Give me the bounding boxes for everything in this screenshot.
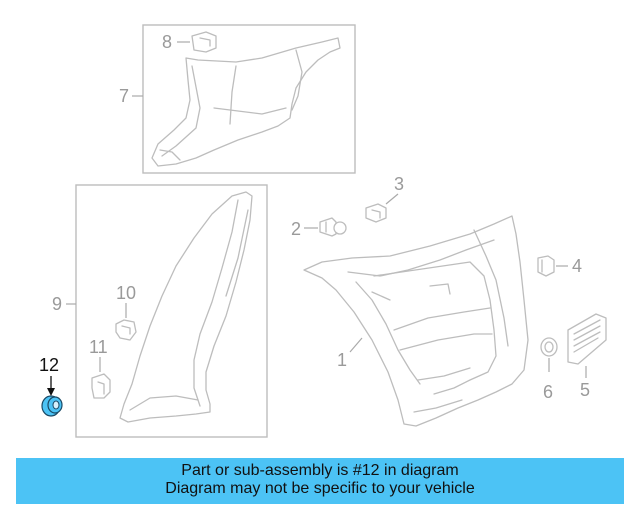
- callout-8: 8: [162, 32, 172, 52]
- part-4-clip[interactable]: [537, 255, 555, 277]
- part-12-fastener[interactable]: [41, 395, 63, 417]
- part-11-clip[interactable]: [91, 373, 111, 399]
- callout-10: 10: [116, 283, 136, 303]
- part-9-frame: [75, 184, 268, 438]
- part-3-bracket[interactable]: [365, 203, 387, 223]
- info-banner: Part or sub-assembly is #12 in diagram D…: [16, 458, 624, 504]
- callout-11: 11: [89, 337, 108, 357]
- part-9-pillar-trim[interactable]: [119, 191, 253, 423]
- callout-7: 7: [119, 86, 129, 106]
- banner-line-1: Part or sub-assembly is #12 in diagram: [181, 462, 459, 479]
- part-7-upper-quarter-trim[interactable]: [151, 37, 341, 167]
- callout-3: 3: [394, 174, 404, 194]
- part-6-grommet[interactable]: [540, 337, 558, 357]
- part-1-quarter-trim-panel[interactable]: [303, 215, 529, 427]
- callout-2: 2: [291, 219, 301, 239]
- callout-12: 12: [39, 355, 59, 375]
- callout-1: 1: [337, 350, 347, 370]
- callout-1-leader: [349, 337, 363, 353]
- callout-3-leader: [385, 193, 399, 205]
- part-8-clip[interactable]: [191, 31, 217, 53]
- callout-4: 4: [572, 256, 582, 276]
- callout-12-arrow-head: [47, 388, 55, 396]
- part-5-vent-grille[interactable]: [567, 313, 607, 365]
- callout-9: 9: [52, 294, 62, 314]
- part-10-clip[interactable]: [115, 319, 137, 341]
- part-7-frame: [142, 24, 356, 174]
- callout-6: 6: [543, 382, 553, 402]
- part-2-push-pin[interactable]: [319, 217, 347, 237]
- callout-5: 5: [580, 380, 590, 400]
- banner-line-2: Diagram may not be specific to your vehi…: [165, 480, 475, 497]
